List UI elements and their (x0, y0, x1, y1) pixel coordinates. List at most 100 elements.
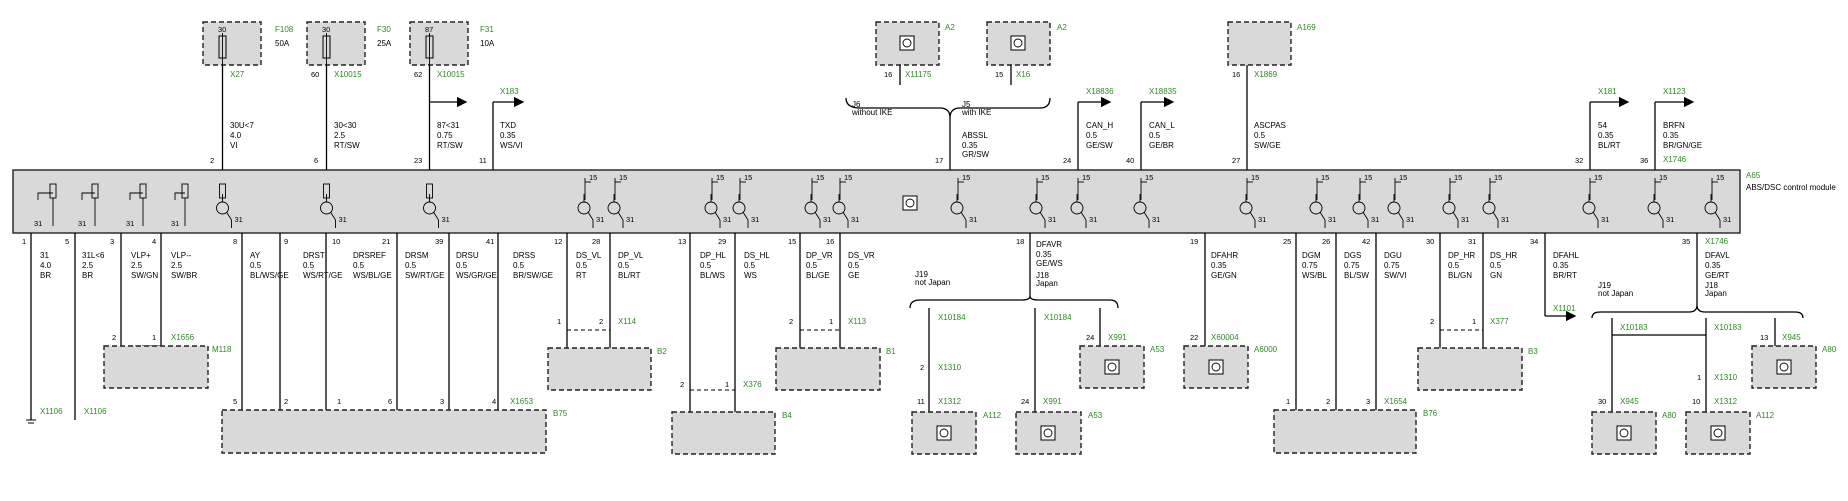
svg-text:29: 29 (718, 237, 726, 246)
top-wire-pin36[interactable]: X1123 BRFN 0.35 BR/GN/GE 36 X1746 (1640, 87, 1702, 170)
bottom-wire-pin5[interactable]: 5 31L<6 2.5 BR X1106 (65, 233, 107, 420)
svg-text:BL/RT: BL/RT (1598, 141, 1621, 150)
component-m118[interactable]: M118 (103, 345, 232, 389)
fuse-f31[interactable]: 87 F31 10A (409, 21, 495, 66)
svg-text:X60004: X60004 (1211, 333, 1239, 342)
svg-text:0.5: 0.5 (405, 261, 417, 270)
top-wire-pin23[interactable]: 62 X10015 87<31 0.75 RT/SW 23 (414, 65, 468, 170)
component-a80-bottom[interactable]: A80 (1591, 411, 1677, 455)
svg-text:X1654: X1654 (1384, 397, 1408, 406)
ground-31-label: 31 (626, 215, 634, 224)
ground-31-label: 31 (235, 215, 243, 224)
component-b75[interactable]: 5 2 1 6 3 4 X1653 B75 (221, 397, 568, 454)
svg-text:40: 40 (1126, 156, 1134, 165)
component-b1[interactable]: 2 1 B1 (775, 317, 896, 391)
bottom-wire-pin19[interactable]: 19 DFAHR 0.35 GE/GN 22 X60004 (1190, 233, 1239, 346)
bottom-wire-pin21[interactable]: 21 DRSREF 0.5 WS/BL/GE (353, 233, 398, 410)
bottom-wire-pin31[interactable]: 31 DS_HR 0.5 GN X377 (1468, 233, 1517, 330)
component-a169[interactable]: A169 (1227, 21, 1316, 66)
bottom-wire-pin3[interactable]: 3 VLP+ 2.5 SW/GN 2 (110, 233, 158, 346)
supply-15-label: 15 (1041, 173, 1049, 182)
bottom-wire-ds-hl[interactable]: DS_HL 0.5 WS (744, 251, 770, 280)
bottom-wire-pin34[interactable]: 34 DFAHL 0.35 BR/RT X1101 (1530, 233, 1579, 322)
ground-31-label: 31 (1371, 215, 1379, 224)
bottom-wire-pin15[interactable]: 15 DP_VR 0.5 BL/GE (788, 233, 833, 330)
svg-text:VI: VI (230, 141, 238, 150)
svg-text:31L<6: 31L<6 (82, 251, 105, 260)
svg-text:0.35: 0.35 (1553, 261, 1569, 270)
supply-15-label: 15 (716, 173, 724, 182)
top-wire-pin2[interactable]: X27 30U<7 4.0 VI 2 (210, 65, 254, 170)
abs-dsc-control-module[interactable]: A65 ABS/DSC control module (12, 169, 1836, 234)
component-b3[interactable]: 2 1 B3 (1417, 317, 1538, 391)
component-b2[interactable]: 1 2 B2 (547, 317, 667, 391)
svg-text:2: 2 (1430, 317, 1434, 326)
bottom-wire-drss[interactable]: DRSS 0.5 BR/SW/GE (513, 251, 553, 280)
svg-text:B4: B4 (782, 411, 792, 420)
top-wire-pin32[interactable]: X181 54 0.35 BL/RT 32 (1575, 87, 1630, 170)
top-wire-pin11[interactable]: X183 TXD 0.35 WS/VI 11 (479, 87, 525, 170)
bottom-wire-pin41[interactable]: 41 DRSU 0.5 WS/GR/GE (456, 233, 499, 410)
ground-31-label: 31 (723, 215, 731, 224)
component-a2-left[interactable]: A2 (875, 21, 955, 66)
svg-text:SW/VI: SW/VI (1384, 271, 1407, 280)
top-wire-pin6[interactable]: 60 X10015 30<30 2.5 RT/SW 6 (311, 65, 362, 170)
svg-text:BL/WS/GE: BL/WS/GE (250, 271, 289, 280)
svg-text:DGM: DGM (1302, 251, 1321, 260)
bottom-wire-pin8[interactable]: 8 AY 0.5 BL/WS/GE X1653 (233, 233, 289, 410)
bottom-wire-pin30[interactable]: 30 DP_HR 0.5 BL/GN (1426, 233, 1475, 330)
bottom-wire-pin42[interactable]: 42 DGU 0.75 SW/VI (1362, 233, 1407, 410)
svg-text:X10015: X10015 (334, 70, 362, 79)
bottom-wire-pin29[interactable]: 29 DP_HL 0.5 BL/WS (700, 233, 736, 412)
component-b76[interactable]: 1 2 3 X1654 B76 (1273, 397, 1438, 454)
svg-text:0.75: 0.75 (1384, 261, 1400, 270)
supply-15-label: 15 (816, 173, 824, 182)
ground-31-label: 31 (823, 215, 831, 224)
bottom-wire-pin25[interactable]: 25 DGM 0.75 WS/BL (1283, 233, 1327, 410)
bottom-wire-pin28[interactable]: 28 DP_VL 0.5 BL/RT X114 (592, 233, 644, 330)
bottom-wire-pin12[interactable]: 12 DS_VL 0.5 RT (554, 233, 602, 330)
bottom-wire-pin13[interactable]: 13 (678, 233, 691, 412)
svg-text:WS: WS (744, 271, 757, 280)
fuse-f30[interactable]: 30 F30 25A (306, 21, 392, 66)
component-a80-upper[interactable]: A80 (1751, 345, 1837, 389)
component-b4[interactable]: 2 1 X376 B4 (671, 380, 792, 455)
component-a6000[interactable]: A6000 (1183, 345, 1278, 389)
svg-text:X1656: X1656 (171, 333, 195, 342)
svg-text:5: 5 (233, 397, 237, 406)
component-a112-left[interactable]: A112 (911, 411, 1002, 455)
bottom-wire-pin26[interactable]: 26 DGS 0.75 BL/SW (1322, 233, 1369, 410)
bottom-wire-pin4[interactable]: 4 VLP-- 2.5 SW/BR 1 X1656 (152, 233, 197, 346)
svg-text:WS/RT/GE: WS/RT/GE (303, 271, 342, 280)
bottom-wire-pin39[interactable]: 39 DRSM 0.5 SW/RT/GE (405, 233, 450, 410)
bottom-wire-pin1[interactable]: 1 31 4.0 BR X1106 (22, 233, 63, 424)
f108-rating: 50A (275, 39, 290, 48)
top-wire-pin17[interactable]: 16 X11175 15 X16 J6 without IKE J5 with … (845, 65, 1051, 170)
svg-text:54: 54 (1598, 121, 1607, 130)
bottom-wire-pin10[interactable]: 10 DRST 0.5 WS/RT/GE (303, 233, 342, 410)
svg-text:X1653: X1653 (510, 397, 534, 406)
bottom-wire-pin35[interactable]: 35 X1746 DFAVL 0.35 GE/RT J19 not Japan … (1591, 233, 1804, 412)
svg-text:X18836: X18836 (1086, 87, 1114, 96)
supply-15-label: 15 (1399, 173, 1407, 182)
svg-text:1: 1 (829, 317, 833, 326)
svg-text:2.5: 2.5 (334, 131, 346, 140)
bottom-wire-pin18[interactable]: 18 DFAVR 0.35 GE/WS J19 not Japan J18 Ja… (909, 233, 1127, 412)
svg-text:27: 27 (1232, 156, 1240, 165)
svg-text:X1746: X1746 (1705, 237, 1729, 246)
component-a53-upper[interactable]: A53 (1079, 345, 1165, 389)
top-wire-pin24[interactable]: X18836 CAN_H 0.5 GE/SW 24 (1063, 87, 1114, 170)
svg-text:DP_VL: DP_VL (618, 251, 644, 260)
component-a112-right[interactable]: A112 (1685, 411, 1775, 455)
top-wire-pin40[interactable]: X18835 CAN_L 0.5 GE/BR 40 (1126, 87, 1177, 170)
svg-text:16: 16 (826, 237, 834, 246)
svg-text:10: 10 (332, 237, 340, 246)
component-a53-bottom[interactable]: A53 (1015, 411, 1103, 455)
bottom-wire-pin16[interactable]: 16 DS_VR 0.5 GE X113 (826, 233, 875, 330)
top-wire-pin27[interactable]: 16 X1869 ASCPAS 0.5 SW/GE 27 (1232, 65, 1286, 170)
component-a2-right[interactable]: A2 (986, 21, 1067, 66)
bottom-wire-pin9[interactable]: 9 (279, 233, 288, 410)
fuse-f108[interactable]: 30 F108 50A (202, 21, 294, 66)
svg-text:1: 1 (22, 237, 26, 246)
svg-text:1: 1 (337, 397, 341, 406)
